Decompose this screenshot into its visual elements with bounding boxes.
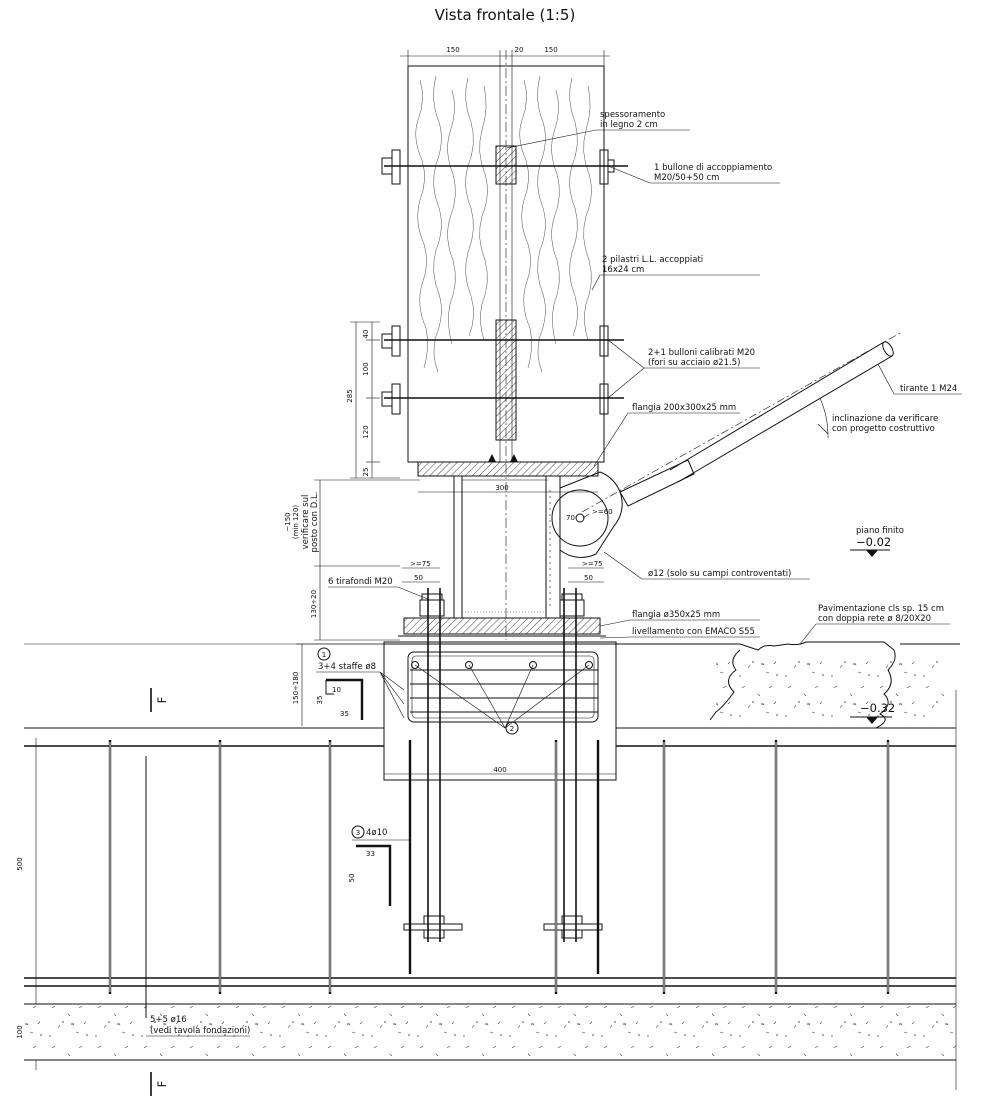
incl-label-2: con progetto costruttivo: [832, 424, 935, 434]
ground-level: −0.32: [860, 701, 895, 715]
gap-label-2: (min 120): [292, 505, 300, 540]
dim-top-right: 150: [544, 46, 557, 54]
dim-plinth-width: 400: [493, 766, 506, 774]
flange-base-label: flangia ø350x25 mm: [632, 610, 720, 620]
dim-radius: 70: [566, 514, 575, 522]
annotation-calibrated-bolts: 2+1 bulloni calibrati M20 (fori su accia…: [607, 339, 760, 399]
top-flange: 300: [417, 454, 599, 493]
dim-angle: >=60: [592, 508, 613, 516]
calibrated-bolts: [381, 325, 624, 415]
dim-v-d: 25: [362, 468, 370, 477]
stirrup-w: 35: [340, 710, 349, 718]
annotation-rebar12: ø12 (solo su campi controventati): [603, 551, 810, 580]
bar3-w: 33: [366, 850, 375, 858]
leveling-label: livellamento con EMACO S55: [632, 627, 755, 637]
bottom-bars-label-1: 5+5 ø16: [150, 1015, 187, 1025]
stirrups-label: 3+4 staffe ø8: [318, 662, 376, 672]
dim-tie-left: >=75: [410, 560, 431, 568]
level-ground: −0.32: [850, 701, 895, 724]
section-label-bottom: F: [155, 1081, 169, 1088]
paving-label-1: Pavimentazione cls sp. 15 cm: [818, 604, 944, 614]
section-marker-bottom: F: [150, 1072, 169, 1096]
timber-columns: [407, 50, 605, 640]
annotation-base-flange: flangia ø350x25 mm: [599, 610, 760, 627]
concrete-plinth: 2 400: [383, 641, 617, 781]
anchors-label: 6 tirafondi M20: [328, 577, 393, 587]
anchor-bolts: >=75 50 >=75 50: [402, 560, 604, 942]
columns-label-1: 2 pilastri L.L. accoppiati: [602, 255, 703, 265]
columns-label-2: 16x24 cm: [602, 265, 644, 275]
annotation-spacer: spessoramento in legno 2 cm: [506, 110, 690, 149]
marker-2: 2: [510, 725, 514, 733]
dim-beam-height: 500: [16, 857, 24, 870]
dim-v-b: 100: [362, 362, 370, 375]
verify-label-1: verificare sul: [301, 495, 311, 550]
tie-rod-label: tirante 1 M24: [900, 384, 957, 394]
dim-tie-right: >=75: [582, 560, 603, 568]
bottom-bars-label-2: (vedi tavola fondazioni): [150, 1026, 250, 1036]
bar3-detail: 3 4ø10 33 50: [348, 825, 410, 906]
marker-1: 1: [322, 651, 326, 659]
tie-bracket: 70 >=60: [551, 471, 623, 558]
annotation-tie-rod: tirante 1 M24: [877, 363, 962, 395]
flange-top-label: flangia 200x300x25 mm: [632, 403, 736, 413]
base-flange: [398, 617, 610, 643]
paving-label-2: con doppia rete ø 8/20X20: [818, 614, 931, 624]
bolts-cal-label-2: (fori su acciaio ø21.5): [648, 358, 740, 368]
level-finished-floor: piano finito −0.02: [850, 526, 904, 557]
steel-post: [453, 475, 561, 619]
stirrup-h: 35: [316, 696, 324, 705]
tie-rod: [581, 331, 903, 513]
left-vertical-dims: 40 100 120 25 285: [346, 321, 400, 479]
annotation-leveling: livellamento con EMACO S55: [599, 627, 760, 639]
annotation-coupling-bolt: 1 bullone di accoppiamento M20/50+50 cm: [607, 163, 780, 184]
annotation-anchors: 6 tirafondi M20: [328, 577, 431, 601]
dim-plinth-height: 150÷180: [292, 672, 300, 705]
stirrup-detail: 150÷180 1 3+4 staffe ø8 10 35 35: [292, 643, 405, 726]
drawing-title: Vista frontale (1:5): [435, 6, 576, 24]
spacer-label-2: in legno 2 cm: [600, 120, 658, 130]
annotation-bottom-bars: 5+5 ø16 (vedi tavola fondazioni): [146, 1015, 250, 1037]
spacer-label-1: spessoramento: [600, 110, 665, 120]
bolts-cal-label-1: 2+1 bulloni calibrati M20: [648, 348, 755, 358]
annotation-columns: 2 pilastri L.L. accoppiati 16x24 cm: [591, 255, 760, 291]
rebar12-label: ø12 (solo su campi controventati): [648, 569, 791, 579]
dim-flange-width: 300: [495, 484, 508, 492]
annotation-paving: Pavimentazione cls sp. 15 cm con doppia …: [799, 604, 950, 645]
dim-tie-left-b: 50: [414, 574, 423, 582]
incl-label-1: inclinazione da verificare: [832, 414, 938, 424]
floor-level-value: −0.02: [856, 535, 891, 549]
dim-base-height: 130÷20: [310, 590, 318, 618]
stirrup-hook: 10: [332, 686, 341, 694]
section-marker-top: F: [150, 688, 169, 712]
top-dimension: 150 20 150: [400, 46, 610, 66]
coupling-bolt-top: [381, 149, 628, 185]
dim-top-left: 150: [446, 46, 459, 54]
bars3-label: 4ø10: [366, 828, 387, 838]
dim-v-a: 40: [362, 330, 370, 339]
floor-level-label: piano finito: [856, 526, 904, 536]
dim-v-total: 285: [346, 389, 354, 402]
annotation-top-flange: flangia 200x300x25 mm: [593, 403, 740, 467]
verify-label-2: posto con D.L.: [310, 492, 320, 553]
dim-top-mid: 20: [515, 46, 524, 54]
dim-slab-height: 100: [16, 1025, 24, 1038]
gap-label-1: ~150: [284, 512, 292, 531]
dim-v-c: 120: [362, 425, 370, 438]
bolt-label-1: 1 bullone di accoppiamento: [654, 163, 772, 173]
marker-3: 3: [356, 829, 360, 837]
verify-gap-dim: ~150 (min 120) verificare sul posto con …: [284, 479, 420, 641]
bolt-label-2: M20/50+50 cm: [654, 173, 719, 183]
dim-tie-right-b: 50: [584, 574, 593, 582]
paving-right: [24, 641, 960, 729]
annotation-inclination: inclinazione da verificare con progetto …: [817, 414, 938, 435]
foundation-beam: 500 100: [16, 690, 957, 1090]
section-label-top: F: [155, 697, 169, 704]
bar3-h: 50: [348, 874, 356, 883]
